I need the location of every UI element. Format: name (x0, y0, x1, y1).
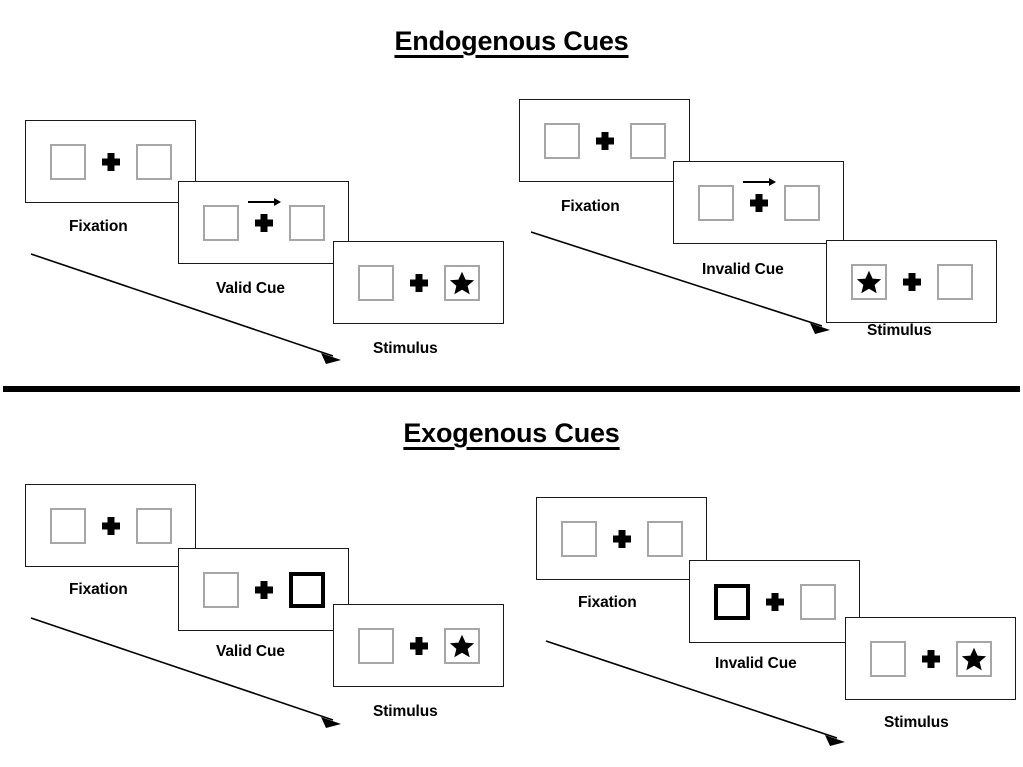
placeholder-box-right (288, 204, 325, 241)
panel-content (334, 605, 503, 686)
flow-arrow-endo-valid (30, 253, 341, 364)
plus-icon (594, 130, 616, 152)
panel-content (846, 618, 1015, 699)
placeholder-box-left (202, 571, 239, 608)
placeholder-box-left (560, 520, 597, 557)
panel-content (690, 561, 859, 642)
plus-icon (920, 648, 942, 670)
panel-content (537, 498, 706, 579)
panel-endo-valid-stimulus (333, 241, 504, 324)
panel-content (334, 242, 503, 323)
caption-endo-valid-cue: Valid Cue (216, 280, 285, 297)
plus-icon (901, 271, 923, 293)
panel-content (179, 549, 348, 630)
placeholder-box-right (646, 520, 683, 557)
placeholder-box-left (543, 122, 580, 159)
placeholder-box-right (443, 264, 480, 301)
caption-exo-valid-cue: Valid Cue (216, 643, 285, 660)
panel-endo-valid-fixation (25, 120, 196, 203)
panel-endo-invalid-cue (673, 161, 844, 244)
placeholder-box-left (869, 640, 906, 677)
placeholder-box-left-cued (713, 583, 750, 620)
flow-arrow-exo-invalid (545, 640, 845, 746)
placeholder-box-left (49, 143, 86, 180)
caption-exo-valid-fixation: Fixation (69, 581, 128, 598)
plus-icon (611, 528, 633, 550)
section-divider (3, 386, 1020, 392)
plus-icon (408, 272, 430, 294)
panel-content (179, 182, 348, 263)
caption-endo-invalid-cue: Invalid Cue (702, 261, 784, 278)
panel-exo-valid-cue (178, 548, 349, 631)
plus-icon (247, 197, 281, 234)
caption-exo-valid-stimulus: Stimulus (373, 703, 438, 720)
panel-content (520, 100, 689, 181)
placeholder-box-left (202, 204, 239, 241)
placeholder-box-left (357, 264, 394, 301)
placeholder-box-right (799, 583, 836, 620)
panel-exo-valid-fixation (25, 484, 196, 567)
placeholder-box-right (135, 143, 172, 180)
arrow-right-icon (247, 197, 281, 206)
placeholder-box-left (850, 263, 887, 300)
placeholder-box-right (783, 184, 820, 221)
placeholder-box-right-cued (288, 571, 325, 608)
caption-endo-valid-fixation: Fixation (69, 218, 128, 235)
placeholder-box-left (49, 507, 86, 544)
placeholder-box-left (357, 627, 394, 664)
endogenous-section-title: Endogenous Cues (394, 26, 629, 56)
placeholder-box-right (629, 122, 666, 159)
panel-content (674, 162, 843, 243)
panel-content (827, 241, 996, 322)
caption-exo-invalid-stimulus: Stimulus (884, 714, 949, 731)
placeholder-box-right (443, 627, 480, 664)
panel-content (26, 485, 195, 566)
caption-exo-invalid-fixation: Fixation (578, 594, 637, 611)
flow-arrow-endo-invalid (530, 231, 830, 334)
star-icon (961, 647, 986, 670)
plus-icon (100, 515, 122, 537)
panel-exo-invalid-cue (689, 560, 860, 643)
panel-endo-invalid-fixation (519, 99, 690, 182)
star-icon (856, 270, 881, 293)
plus-icon (742, 177, 776, 214)
panel-exo-invalid-fixation (536, 497, 707, 580)
arrow-right-icon (742, 177, 776, 186)
plus-icon (100, 151, 122, 173)
placeholder-box-left (697, 184, 734, 221)
caption-endo-invalid-fixation: Fixation (561, 198, 620, 215)
star-icon (449, 634, 474, 657)
panel-endo-valid-cue (178, 181, 349, 264)
star-icon (449, 271, 474, 294)
placeholder-box-right (135, 507, 172, 544)
panel-endo-invalid-stimulus (826, 240, 997, 323)
placeholder-box-right (936, 263, 973, 300)
caption-exo-invalid-cue: Invalid Cue (715, 655, 797, 672)
plus-icon (408, 635, 430, 657)
plus-icon (764, 591, 786, 613)
exogenous-section-title: Exogenous Cues (403, 418, 620, 448)
panel-content (26, 121, 195, 202)
caption-endo-invalid-stimulus: Stimulus (867, 322, 932, 339)
placeholder-box-right (955, 640, 992, 677)
caption-endo-valid-stimulus: Stimulus (373, 340, 438, 357)
plus-icon (253, 579, 275, 601)
panel-exo-invalid-stimulus (845, 617, 1016, 700)
panel-exo-valid-stimulus (333, 604, 504, 687)
